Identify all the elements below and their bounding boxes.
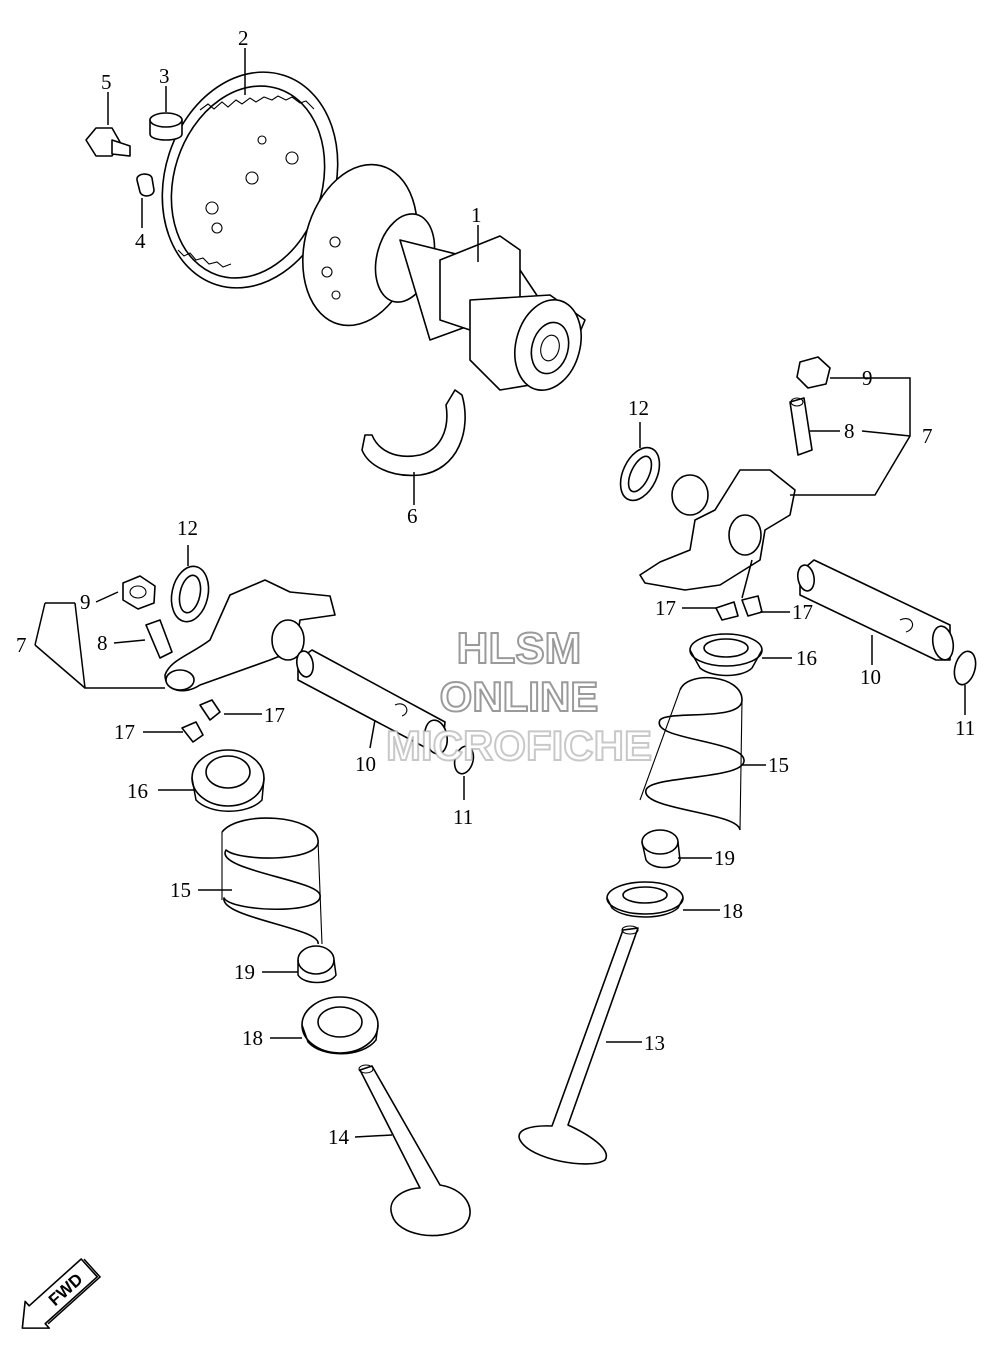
rocker-arm-left bbox=[164, 579, 336, 692]
callout-7-right: 7 bbox=[922, 424, 933, 448]
camshaft bbox=[301, 163, 586, 391]
spring-seat-left bbox=[301, 996, 379, 1055]
callout-9-left: 9 bbox=[80, 590, 91, 614]
rocker-shaft-left bbox=[296, 649, 449, 755]
lock-nut-left bbox=[122, 575, 156, 610]
callout-9-right: 9 bbox=[862, 366, 873, 390]
callout-1: 1 bbox=[471, 203, 482, 227]
callout-8-left: 8 bbox=[97, 631, 108, 655]
cotter-left bbox=[181, 699, 221, 743]
pin-4 bbox=[136, 173, 155, 197]
callout-17-right-a: 17 bbox=[655, 596, 676, 620]
spring-retainer-right bbox=[689, 633, 763, 677]
o-ring-right-12 bbox=[619, 446, 661, 502]
callout-17-left-b: 17 bbox=[264, 703, 285, 727]
callout-labels: 2 3 5 4 1 6 12 9 7 8 17 17 10 11 16 15 1… bbox=[16, 26, 975, 1149]
callout-17-left-a: 17 bbox=[114, 720, 135, 744]
fwd-direction-badge: FWD bbox=[21, 1258, 102, 1329]
callout-10-left: 10 bbox=[355, 752, 376, 776]
o-ring-left-12 bbox=[170, 565, 210, 623]
callout-12-right: 12 bbox=[628, 396, 649, 420]
valve-seal-left bbox=[297, 945, 337, 984]
callout-18-right: 18 bbox=[722, 899, 743, 923]
watermark-line-1: HLSM bbox=[457, 624, 582, 673]
callout-8-right: 8 bbox=[844, 419, 855, 443]
callout-10-right: 10 bbox=[860, 665, 881, 689]
watermark: HLSM ONLINE MICROFICHE bbox=[385, 623, 653, 770]
callout-4: 4 bbox=[135, 229, 146, 253]
valve-spring-left bbox=[221, 817, 323, 945]
watermark-line-2: ONLINE bbox=[440, 673, 599, 720]
callout-16-right: 16 bbox=[796, 646, 817, 670]
intake-valve-13 bbox=[518, 925, 639, 1165]
callout-18-left: 18 bbox=[242, 1026, 263, 1050]
callout-13: 13 bbox=[644, 1031, 665, 1055]
callout-15-right: 15 bbox=[768, 753, 789, 777]
o-ring-left-11 bbox=[453, 745, 475, 775]
spring-seat-right bbox=[606, 881, 684, 918]
callout-11-left: 11 bbox=[453, 805, 473, 829]
callout-15-left: 15 bbox=[170, 878, 191, 902]
o-ring-right-11 bbox=[953, 650, 977, 686]
spring-retainer-left bbox=[191, 749, 265, 812]
callout-5: 5 bbox=[101, 70, 112, 94]
thrust-plate bbox=[361, 389, 466, 477]
callout-7-left: 7 bbox=[16, 633, 27, 657]
exhaust-valve-14 bbox=[358, 1064, 471, 1237]
lock-nut-right bbox=[796, 356, 831, 389]
callout-19-left: 19 bbox=[234, 960, 255, 984]
adjuster-screw-left bbox=[145, 619, 173, 659]
callout-3: 3 bbox=[159, 64, 170, 88]
callout-19-right: 19 bbox=[714, 846, 735, 870]
callout-14: 14 bbox=[328, 1125, 350, 1149]
bolt-5 bbox=[85, 127, 131, 157]
callout-6: 6 bbox=[407, 504, 418, 528]
rocker-shaft-right bbox=[797, 559, 955, 661]
adjuster-screw-right bbox=[789, 397, 813, 456]
valve-spring-right bbox=[639, 676, 745, 831]
callout-12-left: 12 bbox=[177, 516, 198, 540]
rocker-arm-right bbox=[639, 469, 796, 591]
dowel-pin-3 bbox=[149, 112, 183, 141]
cotter-right bbox=[715, 595, 763, 621]
callout-16-left: 16 bbox=[127, 779, 148, 803]
callout-17-right-b: 17 bbox=[792, 600, 813, 624]
leader-lines bbox=[34, 48, 966, 1138]
watermark-line-3: MICROFICHE bbox=[386, 722, 652, 769]
valve-seal-right bbox=[641, 829, 681, 869]
callout-11-right: 11 bbox=[955, 716, 975, 740]
callout-2: 2 bbox=[238, 26, 249, 50]
